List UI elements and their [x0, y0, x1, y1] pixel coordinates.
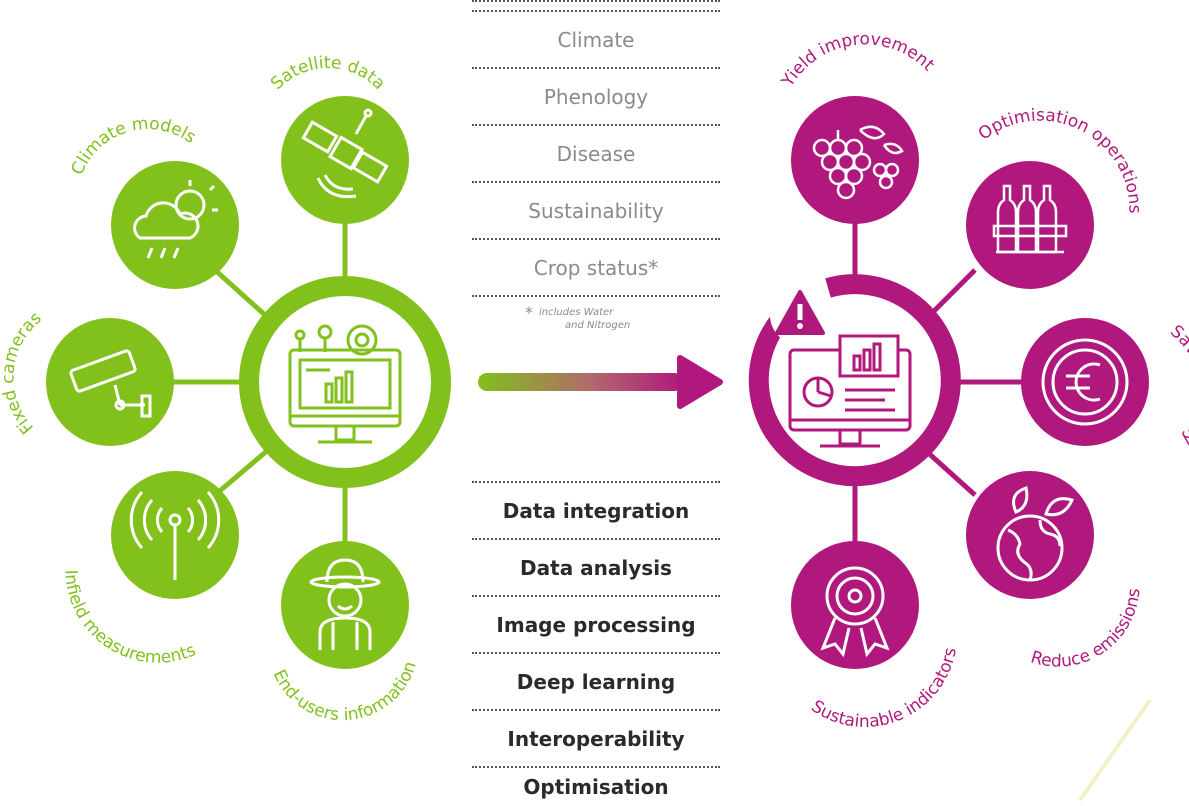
grapes-icon [812, 125, 904, 200]
earth-leaf-icon [996, 486, 1075, 582]
method-item: Interoperability [472, 709, 720, 766]
label-reduce-emissions: Reduce emissions [1028, 587, 1144, 671]
node-infield-measurements [111, 471, 239, 599]
output-item: Sustainability [472, 181, 720, 238]
connector-line [213, 448, 270, 497]
node-end-users-information [281, 541, 409, 669]
wine-bottles-icon [992, 184, 1068, 254]
dashboard-monitor-icon [788, 334, 912, 448]
method-item: Optimisation [472, 766, 720, 806]
label-yield-improvement: Yield improvement [777, 29, 938, 91]
farmer-icon [309, 558, 381, 650]
method-item: Data analysis [472, 538, 720, 595]
output-item: Crop status* [472, 238, 720, 295]
output-list: Climate Phenology Disease Sustainability… [472, 0, 720, 299]
connector-line [213, 268, 267, 317]
node-yield-improvement [791, 96, 919, 224]
node-sustainable-indicators [791, 541, 919, 669]
method-item: Data integration [472, 481, 720, 538]
right-hub-ring [748, 274, 961, 487]
satellite-icon [301, 108, 389, 199]
left-hub [170, 220, 451, 555]
footnote: * includes Water and Nitrogen [525, 303, 655, 332]
method-item: Deep learning [472, 652, 720, 709]
node-satellite-data [281, 96, 409, 224]
node-saving-money [1021, 318, 1149, 446]
output-item: Phenology [472, 67, 720, 124]
list-top-rule [472, 0, 720, 10]
output-item: Disease [472, 124, 720, 181]
connector-line [928, 268, 977, 317]
methods-list: Data integration Data analysis Image pro… [472, 481, 720, 806]
left-hub-ring [239, 276, 451, 488]
output-item: Climate [472, 10, 720, 67]
award-badge-icon [820, 566, 890, 658]
footnote-star: * [525, 303, 533, 322]
connector-line [923, 448, 977, 497]
warning-triangle-icon [770, 285, 830, 345]
right-hub [748, 220, 1030, 555]
label-satellite-data: Satellite data [267, 53, 389, 94]
decorative-stroke [1078, 698, 1152, 802]
list-bottom-rule [472, 295, 720, 299]
euro-coin-icon [1041, 338, 1129, 426]
gradient-arrow-right-icon [478, 355, 723, 409]
antenna-signal-icon [129, 491, 221, 580]
node-fixed-cameras [46, 318, 174, 446]
monitor-gears-icon [288, 324, 402, 444]
footnote-line-2: and Nitrogen [565, 320, 631, 331]
node-climate-models [111, 161, 239, 289]
cloud-sun-rain-icon [133, 180, 218, 259]
method-item: Image processing [472, 595, 720, 652]
node-reduce-emissions [966, 471, 1094, 599]
label-saving-money: Saving money [1166, 321, 1189, 449]
label-fixed-cameras: Fixed cameras [0, 308, 46, 438]
security-camera-icon [69, 349, 152, 418]
node-optimisation-operations [966, 161, 1094, 289]
footnote-line-1: includes Water [539, 307, 614, 318]
